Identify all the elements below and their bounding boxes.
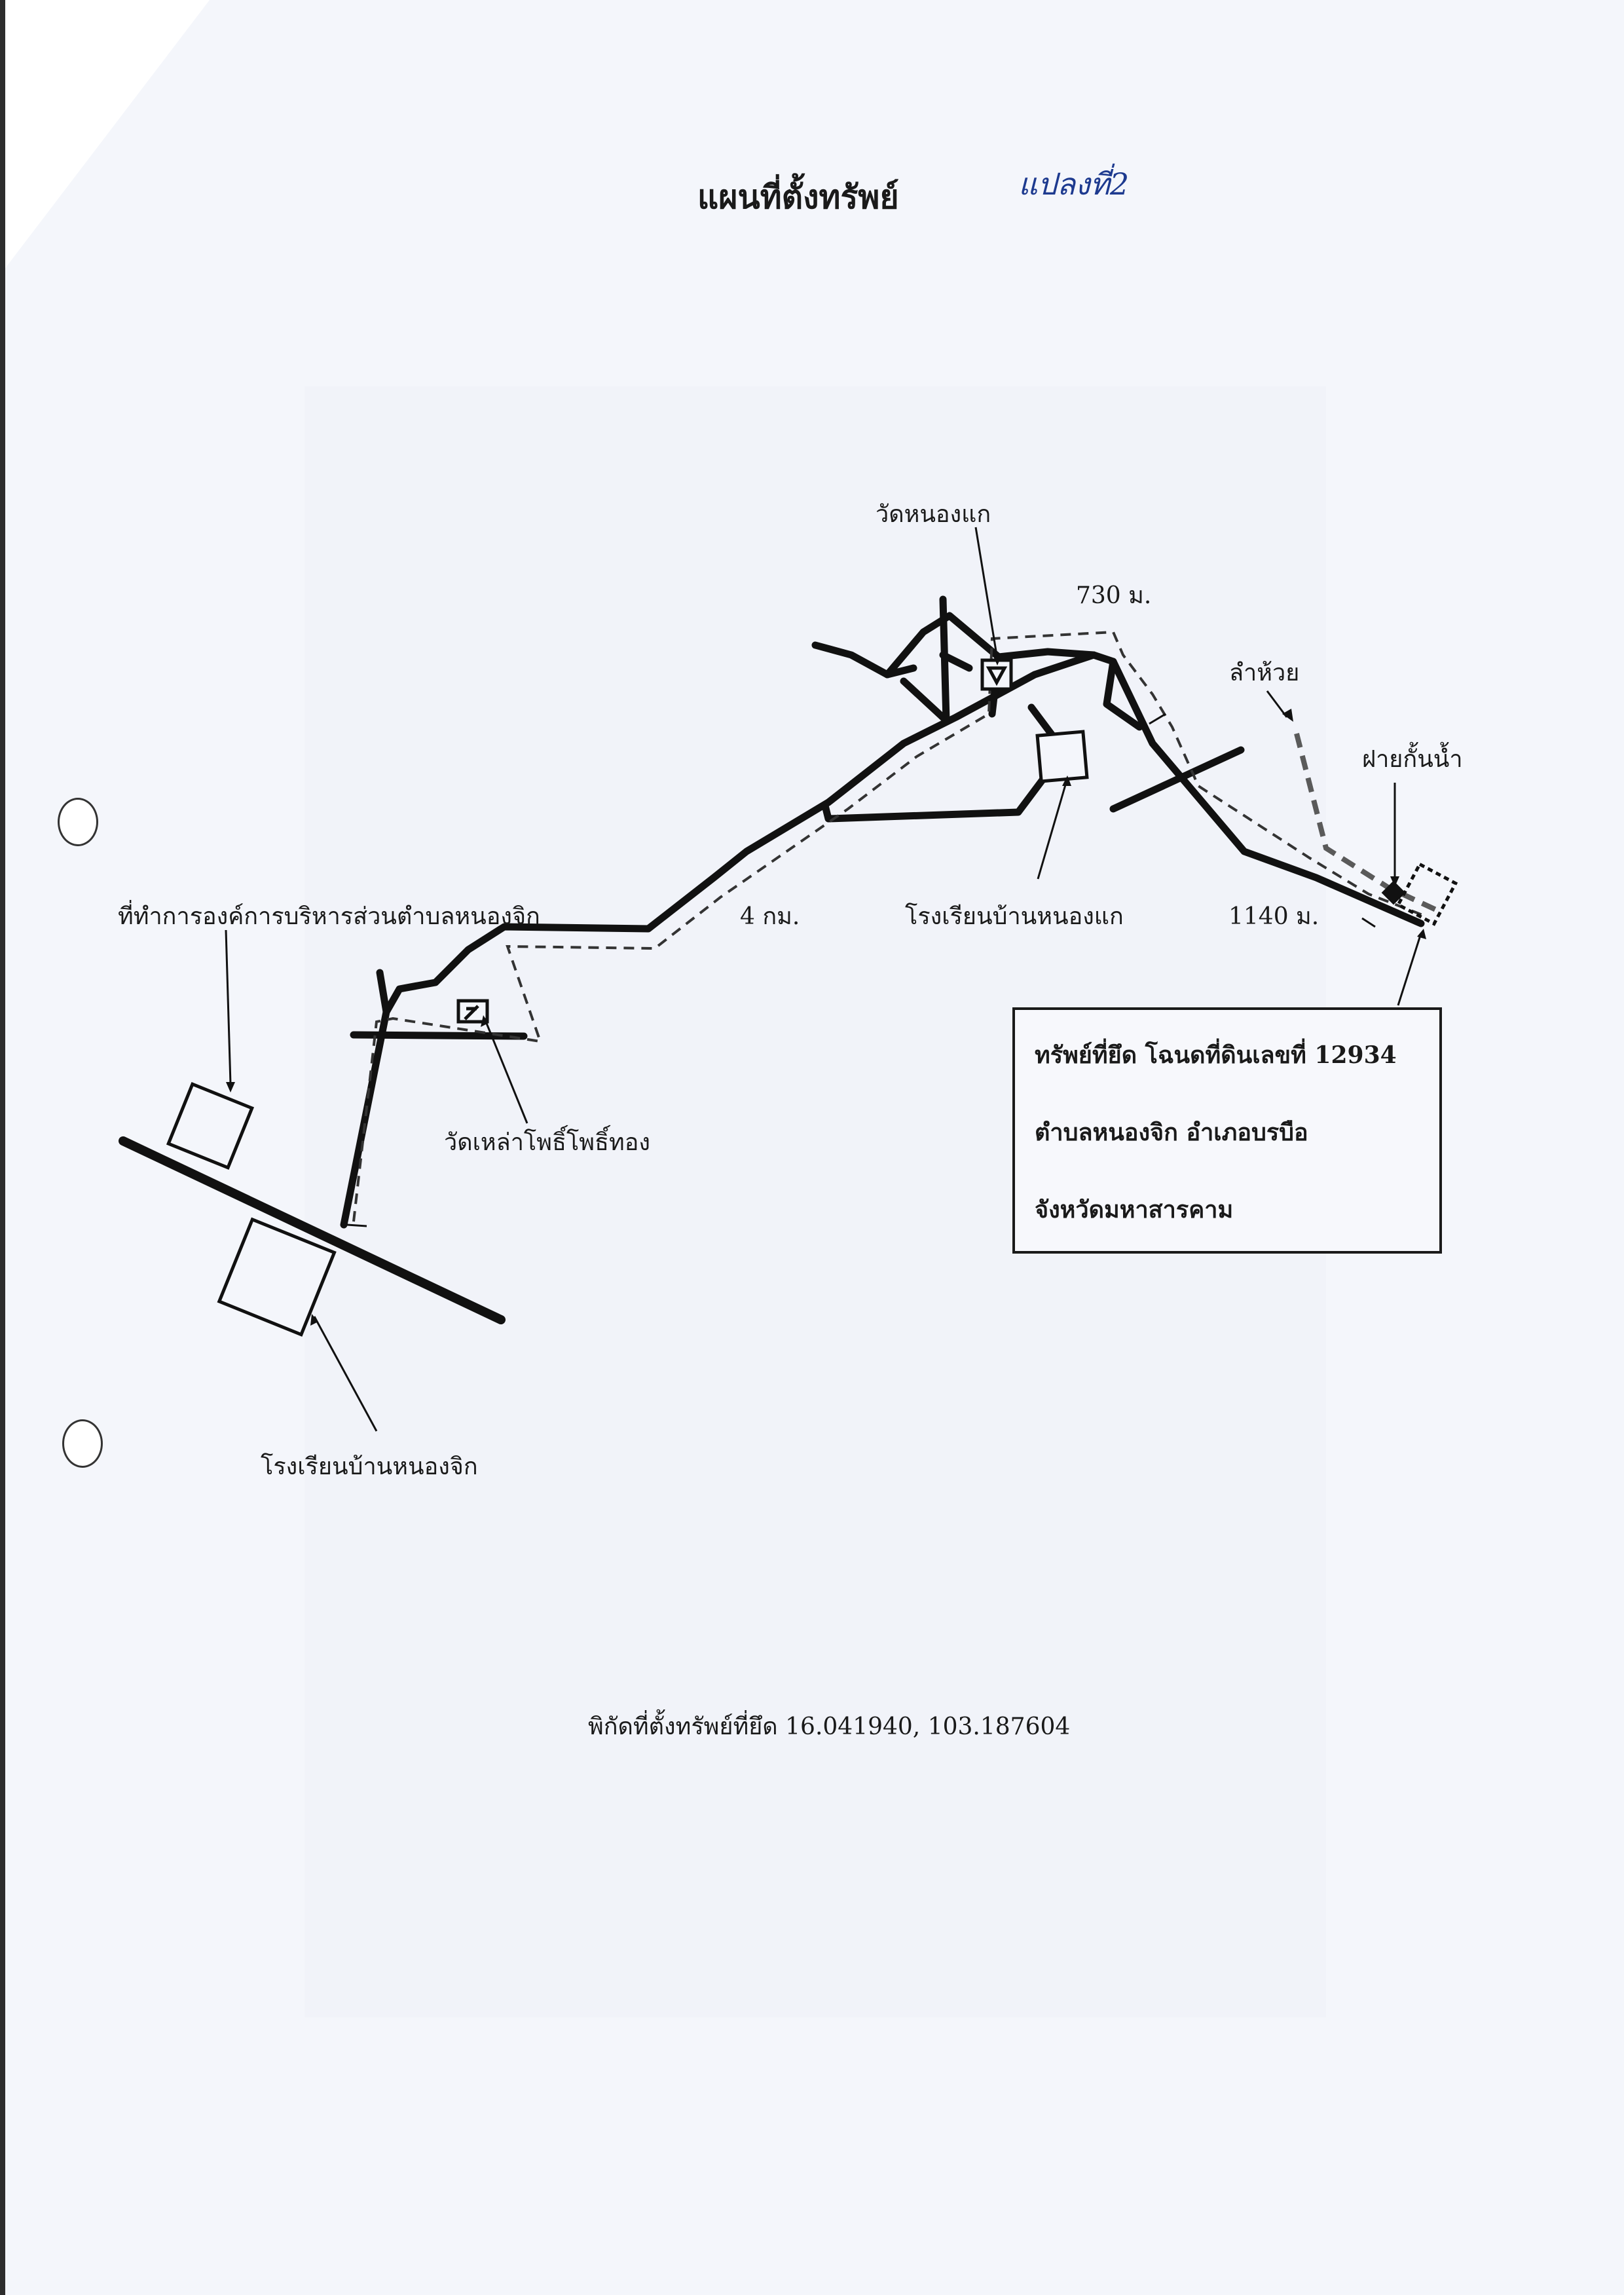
property-subdistrict-line: ตำบลหนองจิก อำเภอบรบือ (1035, 1119, 1308, 1146)
school-nongjik-building (217, 1217, 337, 1337)
stream-line (1294, 733, 1439, 913)
pointer-temple-nongkae (974, 527, 998, 656)
label-distance-730: 730 ม. (1076, 582, 1152, 609)
route-tick-730 (1149, 713, 1166, 725)
page-title: แผนที่ตั้งทรัพย์ (697, 177, 899, 216)
arrow-weir (1390, 876, 1399, 887)
property-deed-line: ทรัพย์ที่ยึด โฉนดที่ดินเลขที่ 12934 (1035, 1041, 1397, 1069)
pointer-sao (225, 929, 232, 1085)
road-temple-branch (900, 595, 973, 724)
temple-nongkae-symbol (986, 666, 1008, 686)
route-tick-start (346, 1223, 367, 1227)
sao-office-building (166, 1081, 255, 1170)
label-stream: ลำห้วย (1229, 660, 1300, 686)
pointer-stream (1266, 690, 1288, 718)
property-info-box: ทรัพย์ที่ยึด โฉนดที่ดินเลขที่ 12934 ตำบล… (1012, 1007, 1442, 1254)
handwritten-note: แปลงที่2 (1018, 166, 1130, 202)
temple-laophothi-symbol (464, 1005, 479, 1020)
road-left-spur (811, 641, 917, 679)
road-village-spur (350, 969, 528, 1040)
arrow-temple-nongkae (993, 655, 1002, 665)
highway (119, 1136, 506, 1324)
arrow-school-nongkae (1062, 775, 1071, 786)
road-east-spur (1103, 658, 1143, 731)
label-school-nongkae: โรงเรียนบ้านหนองแก (905, 903, 1124, 930)
arrow-stream (1282, 709, 1293, 722)
arrow-school-nongjik (310, 1314, 318, 1326)
label-distance-1140: 1140 ม. (1228, 903, 1320, 930)
label-school-nongjik: โรงเรียนบ้านหนองจิก (261, 1453, 478, 1480)
road-main (340, 651, 1425, 1229)
arrow-property-box (1417, 929, 1426, 939)
arrow-temple-laophothi (481, 1015, 489, 1027)
label-distance-4km: 4 กม. (740, 903, 800, 930)
punch-hole-top (58, 798, 98, 846)
pointer-school-nongjik (313, 1316, 378, 1432)
label-temple-laophothi: วัดเหล่าโพธิ์โพธิ์ทอง (444, 1129, 650, 1156)
page-edge (0, 0, 5, 2295)
weir-marker (1381, 880, 1406, 905)
punch-hole-bottom (62, 1419, 103, 1468)
property-plot (1395, 862, 1458, 926)
label-weir: ฝายกั้นน้ำ (1362, 746, 1463, 773)
school-nongkae-building (1035, 730, 1089, 783)
label-sao-office: ที่ทำการองค์การบริหารส่วนตำบลหนองจิก (118, 903, 540, 930)
folded-corner (0, 0, 210, 275)
pointer-school-nongkae (1037, 782, 1067, 880)
pointer-temple-laophothi (483, 1018, 528, 1124)
arrow-sao (226, 1082, 235, 1092)
property-province-line: จังหวัดมหาสารคาม (1035, 1196, 1234, 1223)
route-tick-1140 (1361, 917, 1376, 928)
road-crossing (1109, 746, 1245, 813)
pointer-property-box (1397, 933, 1422, 1006)
coordinates-text: พิกัดที่ตั้งทรัพย์ที่ยึด 16.041940, 103.… (588, 1713, 1071, 1740)
label-temple-nongkae: วัดหนองแก (876, 501, 991, 528)
